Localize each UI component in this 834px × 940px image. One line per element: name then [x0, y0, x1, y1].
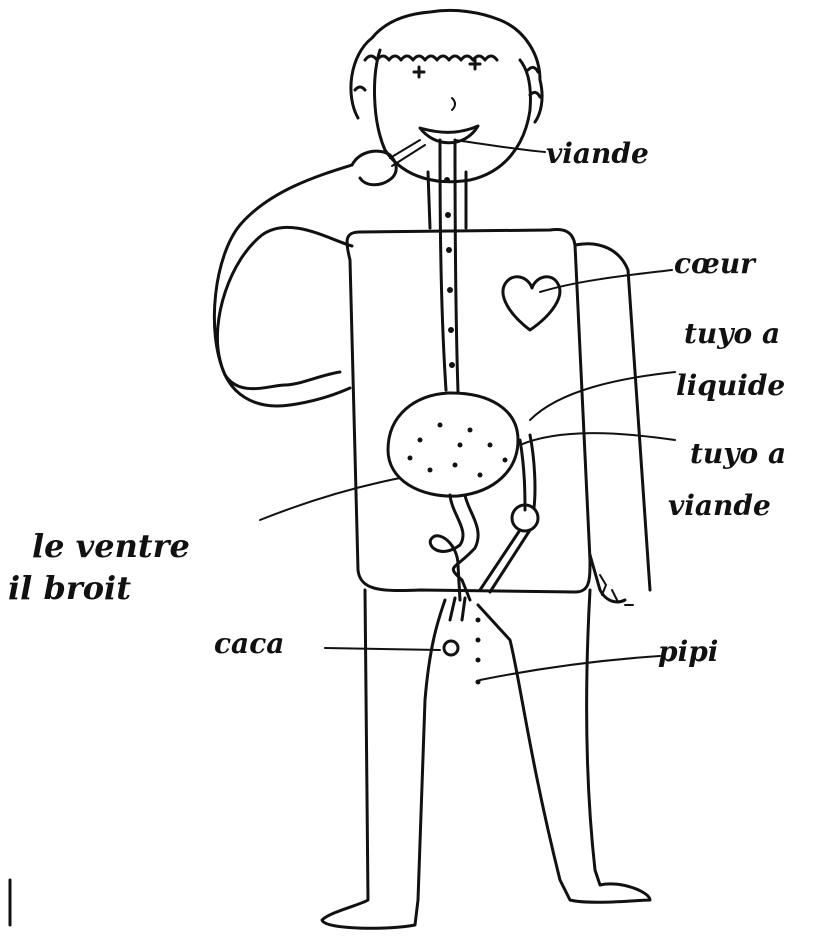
label-caca: caca [214, 630, 284, 658]
left-eye [414, 67, 424, 77]
label-pipi: pipi [658, 638, 718, 666]
left-leg [322, 590, 445, 928]
stomach [388, 393, 518, 496]
intestine [430, 495, 478, 600]
heart [503, 277, 560, 330]
label-coeur: cœur [674, 250, 755, 278]
mouth [420, 126, 478, 143]
leader-tuyo-liquide [530, 372, 675, 420]
torso [347, 230, 590, 592]
hand [352, 151, 396, 185]
label-ventre-line2: il broit [8, 572, 131, 604]
label-tuyo-liquide-line1: tuyo a [684, 320, 780, 348]
bladder-tube [480, 530, 530, 592]
anus-tube [450, 598, 465, 620]
label-tuyo-viande-line1: tuyo a [690, 440, 786, 468]
label-ventre-line1: le ventre [32, 530, 190, 562]
caca-ball [444, 641, 458, 655]
leader-ventre [260, 478, 400, 520]
leader-pipi [480, 656, 660, 680]
right-leg [478, 590, 650, 902]
label-viande-mouth: viande [546, 140, 649, 168]
label-tuyo-liquide-line2: liquide [676, 372, 785, 400]
leader-viande [455, 140, 545, 152]
esophagus-food-dots [444, 177, 455, 368]
leader-tuyo-viande [520, 433, 675, 445]
stomach-contents [408, 423, 508, 478]
leader-caca [325, 648, 440, 650]
raised-arm [214, 165, 352, 406]
right-hand [600, 575, 633, 605]
pipi-drops [476, 618, 481, 685]
liquid-tube [520, 435, 535, 510]
nose [452, 98, 455, 110]
hair [351, 10, 542, 122]
right-arm [575, 244, 650, 602]
label-tuyo-viande-line2: viande [668, 492, 771, 520]
